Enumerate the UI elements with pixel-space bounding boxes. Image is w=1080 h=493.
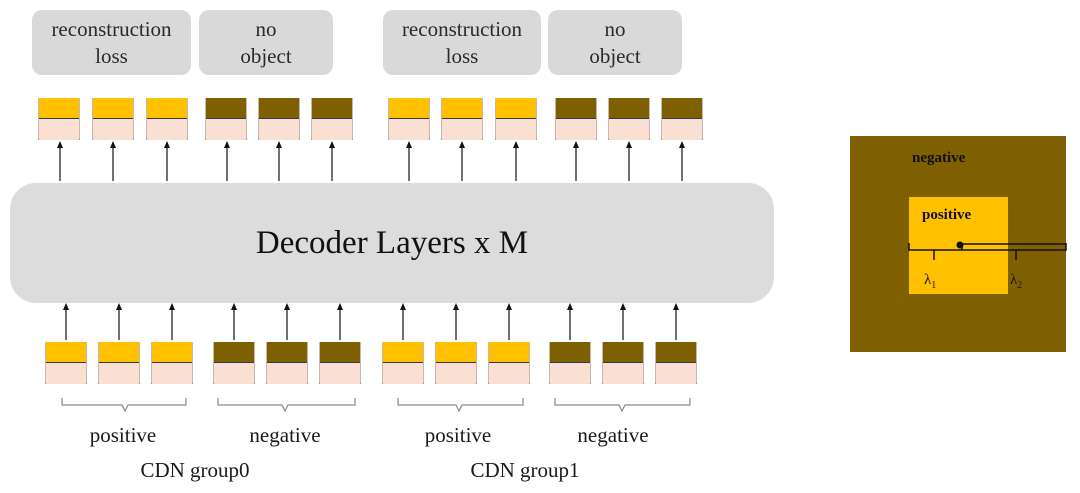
output-token: [205, 98, 247, 140]
query-token-positive: [45, 342, 87, 384]
query-token-negative: [319, 342, 361, 384]
query-token-positive: [435, 342, 477, 384]
query-token-negative: [655, 342, 697, 384]
positive-region-label: positive: [922, 207, 972, 223]
query-token-positive: [151, 342, 193, 384]
brace-negative-0: [217, 398, 356, 413]
output-token: [311, 98, 353, 140]
negative-region-label: negative: [912, 150, 966, 166]
output-token: [495, 98, 537, 140]
center-point: [956, 241, 964, 249]
negative-label-group1: negative: [577, 423, 649, 447]
query-token-negative: [266, 342, 308, 384]
output-token: [441, 98, 483, 140]
output-token: [92, 98, 134, 140]
query-token-negative: [213, 342, 255, 384]
lambda1-label: λ1: [924, 272, 937, 291]
top-label-no-object-0: no object: [199, 10, 333, 75]
output-token: [38, 98, 80, 140]
positive-label-group0: positive: [89, 423, 157, 447]
output-token: [258, 98, 300, 140]
brace-positive-0: [61, 398, 187, 413]
output-token: [146, 98, 188, 140]
top-label-no-object-1: no object: [548, 10, 682, 75]
output-token: [661, 98, 703, 140]
top-label-reconstruction-loss-0: reconstruction loss: [32, 10, 191, 75]
decoder-layers-block: Decoder Layers x M: [10, 183, 774, 303]
cdn-group1-label: CDN group1: [470, 458, 580, 482]
positive-label-group1: positive: [424, 423, 492, 447]
top-label-reconstruction-loss-1: reconstruction loss: [383, 10, 541, 75]
query-token-positive: [488, 342, 530, 384]
output-token: [608, 98, 650, 140]
negative-label-group0: negative: [249, 423, 321, 447]
query-token-positive: [98, 342, 140, 384]
output-token: [555, 98, 597, 140]
query-token-negative: [549, 342, 591, 384]
query-token-positive: [382, 342, 424, 384]
brace-negative-1: [554, 398, 691, 413]
lambda2-label: λ2: [1010, 272, 1023, 291]
output-token: [388, 98, 430, 140]
query-token-negative: [602, 342, 644, 384]
brace-positive-1: [397, 398, 524, 413]
cdn-group0-label: CDN group0: [140, 458, 250, 482]
